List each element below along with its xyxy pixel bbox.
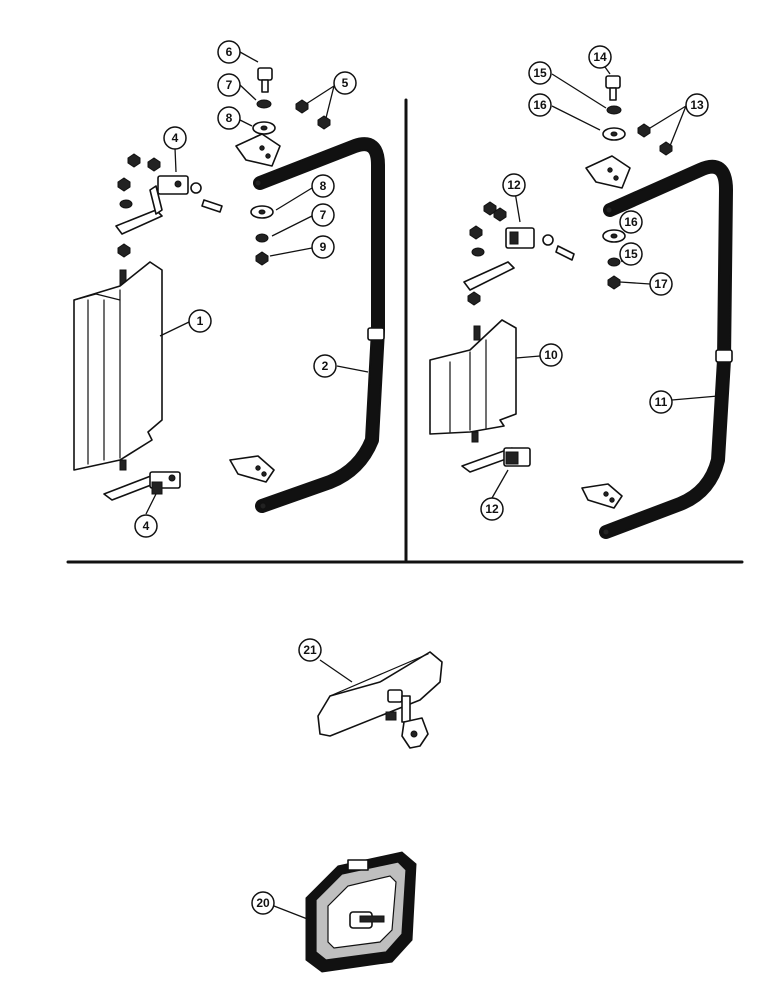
hardware-left-middle: [250, 205, 274, 266]
swivel-bracket-right-lower: [461, 447, 531, 473]
callout-label: 12: [507, 178, 521, 192]
callout-7: 7: [217, 73, 241, 97]
callout-12: 12: [502, 173, 526, 197]
callout-label: 15: [533, 66, 547, 80]
callout-label: 16: [533, 98, 547, 112]
callout-15: 15: [619, 242, 643, 266]
callout-label: 7: [226, 78, 233, 92]
callout-2: 2: [313, 354, 337, 378]
hardware-right-top: [602, 75, 673, 156]
callout-label: 12: [485, 502, 499, 516]
divider-lines: [66, 98, 744, 564]
callout-label: 6: [226, 45, 233, 59]
callout-5: 5: [333, 71, 357, 95]
swivel-bracket-left-upper: [115, 153, 223, 258]
callout-label: 7: [320, 208, 327, 222]
callout-label: 14: [593, 50, 607, 64]
callout-6: 6: [217, 40, 241, 64]
callout-21: 21: [298, 638, 322, 662]
interior-mirror: [317, 651, 443, 749]
callout-10: 10: [539, 343, 563, 367]
callout-16: 16: [619, 210, 643, 234]
callout-9: 9: [311, 235, 335, 259]
callout-label: 4: [172, 131, 179, 145]
callout-label: 8: [320, 179, 327, 193]
mirror-head-left: [73, 261, 163, 471]
swivel-bracket-right-upper: [463, 201, 575, 306]
callout-8: 8: [311, 174, 335, 198]
callout-label: 5: [342, 76, 349, 90]
callout-label: 9: [320, 240, 327, 254]
callout-20: 20: [251, 891, 275, 915]
leader-lines: [145, 51, 719, 921]
hardware-left-top: [252, 67, 331, 135]
callout-8: 8: [217, 106, 241, 130]
callout-15: 15: [528, 61, 552, 85]
callout-label: 8: [226, 111, 233, 125]
callout-label: 10: [544, 348, 558, 362]
callout-label: 2: [322, 359, 329, 373]
mirror-arm-left: [229, 133, 385, 513]
mirror-arm-right: [581, 155, 733, 539]
rectangular-mirror: [305, 851, 417, 973]
callout-label: 11: [655, 395, 668, 409]
callout-4: 4: [163, 126, 187, 150]
callout-14: 14: [588, 45, 612, 69]
hardware-right-middle: [602, 229, 626, 290]
callout-11: 11: [649, 390, 673, 414]
callout-17: 17: [649, 272, 673, 296]
swivel-bracket-left-lower: [103, 471, 181, 501]
callout-label: 17: [654, 277, 668, 291]
callout-16: 16: [528, 93, 552, 117]
callout-1: 1: [188, 309, 212, 333]
callout-4: 4: [134, 514, 158, 538]
callout-label: 13: [690, 98, 704, 112]
callout-label: 4: [143, 519, 150, 533]
callout-7: 7: [311, 203, 335, 227]
callout-label: 21: [303, 643, 317, 657]
callout-label: 16: [624, 215, 638, 229]
mirror-head-right: [429, 319, 517, 443]
callout-label: 1: [197, 314, 204, 328]
callout-12: 12: [480, 497, 504, 521]
callout-label: 15: [624, 247, 638, 261]
callout-13: 13: [685, 93, 709, 117]
callout-label: 20: [256, 896, 270, 910]
